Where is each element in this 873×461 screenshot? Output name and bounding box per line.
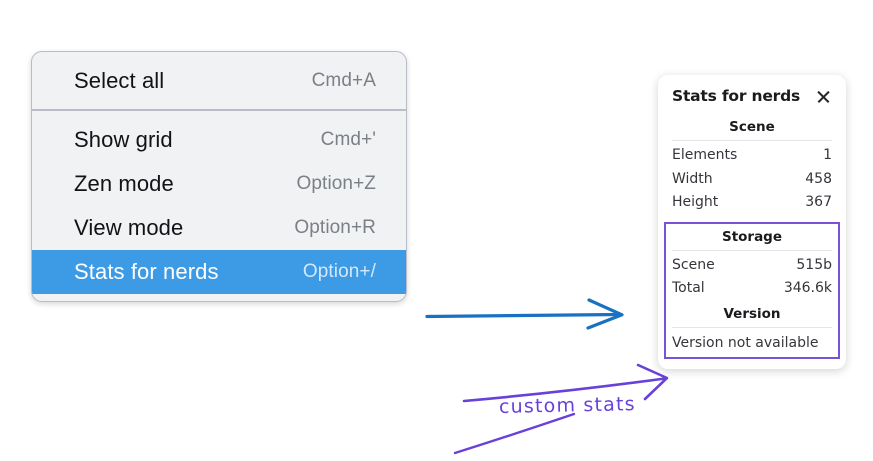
menu-item-label: Stats for nerds [74,259,219,284]
stat-label: Width [672,170,713,187]
version-not-available-text: Version not available [672,334,819,351]
custom-stats-caption: custom stats [498,393,636,418]
stat-row-height: Height 367 [672,191,832,215]
stat-label: Scene [672,256,715,273]
stat-label: Elements [672,147,738,163]
stat-label: Height [672,194,719,210]
custom-stats-highlight-box: Storage Scene 515b Total 346.6k Version … [664,221,840,359]
menu-item-shortcut: Option+/ [302,261,376,282]
menu-item-zen-mode[interactable]: Zen mode Option+Z [32,162,406,206]
blue-pointer-arrow [425,298,624,330]
stat-row-scene-storage: Scene 515b [672,254,832,278]
stat-row-width: Width 458 [672,168,832,192]
menu-item-shortcut: Option+Z [296,173,376,194]
menu-item-shortcut: Cmd+A [311,70,376,91]
stat-group-scene: Scene Elements 1 Width 458 Height 367 [670,115,834,215]
stat-group-version: Version Version not available [670,301,834,352]
stat-row-total-storage: Total 346.6k [672,277,832,301]
stat-value: 515b [796,256,832,273]
menu-item-shortcut: Option+R [294,217,376,238]
stat-group-title: Version [672,301,832,328]
canvas-context-menu[interactable]: Select all Cmd+A Show grid Cmd+' Zen mod… [31,51,407,302]
menu-item-view-mode[interactable]: View mode Option+R [32,206,406,250]
menu-item-stats-for-nerds[interactable]: Stats for nerds Option+/ [32,250,406,294]
menu-separator [32,109,406,111]
close-icon[interactable] [815,88,832,105]
menu-section-general: Select all Cmd+A [32,59,406,103]
stat-group-title: Storage [672,224,832,251]
menu-section-view: Show grid Cmd+' Zen mode Option+Z View m… [32,118,406,294]
stat-group-storage: Storage Scene 515b Total 346.6k [670,224,834,301]
stat-label: Total [672,280,705,296]
menu-item-label: Select all [74,68,165,93]
stat-group-title: Scene [672,115,832,141]
stat-value: 346.6k [783,280,832,296]
stats-for-nerds-panel[interactable]: Stats for nerds Scene Elements 1 Width 4… [658,75,846,369]
stat-value: 367 [805,194,832,210]
stat-row-elements: Elements 1 [672,144,832,168]
menu-item-label: Show grid [74,127,173,152]
stat-value: 458 [805,170,832,187]
stat-value: 1 [823,147,832,163]
menu-item-show-grid[interactable]: Show grid Cmd+' [32,118,406,162]
custom-stats-underline [453,412,576,455]
menu-item-select-all[interactable]: Select all Cmd+A [32,59,406,103]
menu-item-shortcut: Cmd+' [320,129,376,150]
menu-item-label: Zen mode [74,171,174,196]
menu-item-label: View mode [74,215,184,240]
stats-panel-header: Stats for nerds [670,85,834,115]
stats-panel-title: Stats for nerds [672,87,801,105]
